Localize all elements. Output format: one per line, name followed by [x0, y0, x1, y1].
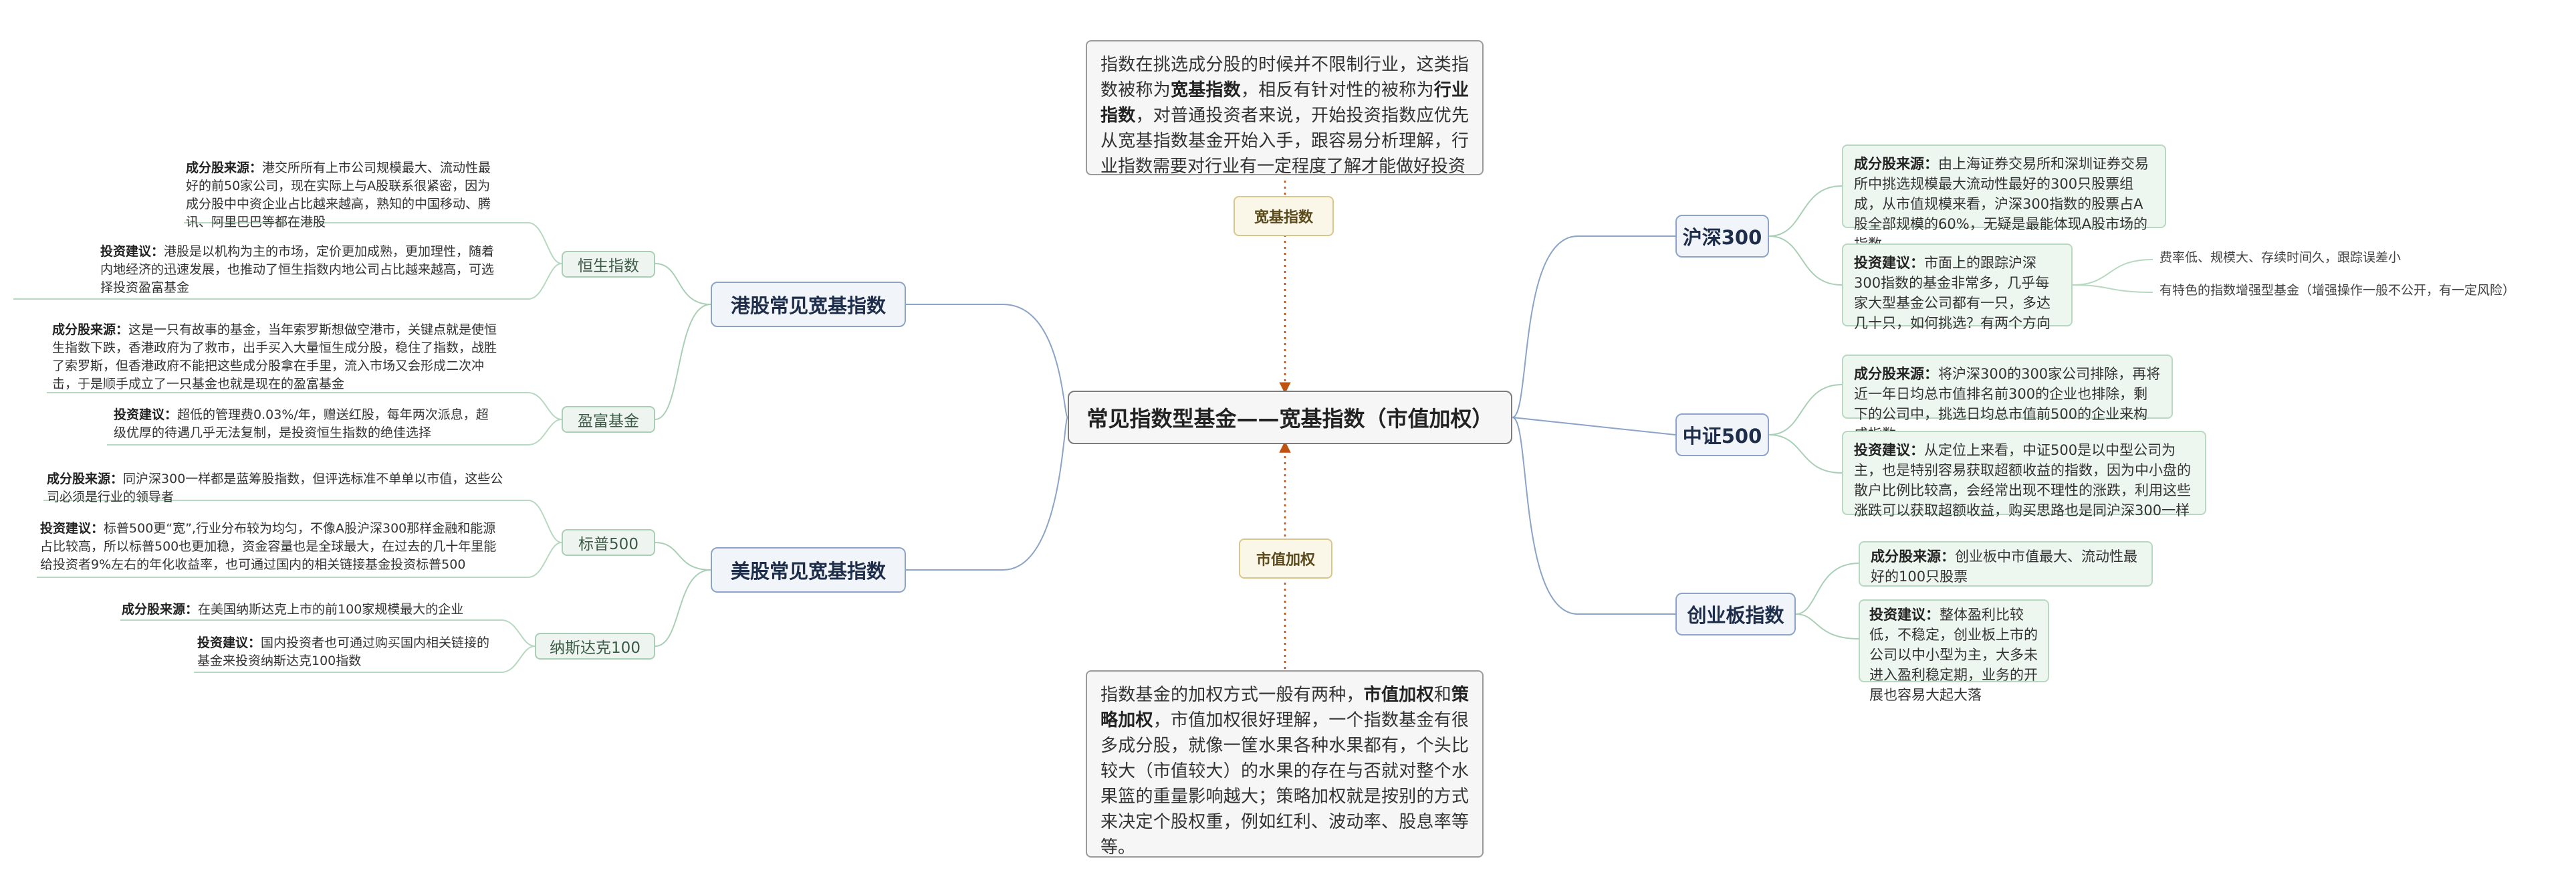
leaf-chinext-source[interactable]: 成分股来源：创业板中市值最大、流动性最好的100只股票	[1859, 541, 2153, 587]
leaf-tracker-advice[interactable]: 投资建议：超低的管理费0.03%/年，赠送红股，每年两次派息，超级优厚的待遇几乎…	[114, 406, 500, 442]
note-text: ，相反有针对性的被称为	[1241, 80, 1434, 100]
leaf-csi500-source[interactable]: 成分股来源：将沪深300的300家公司排除，再将近一年日均总市值排名前300的企…	[1842, 355, 2173, 442]
label-source: 成分股来源：	[47, 472, 124, 486]
label-advice: 投资建议：	[1869, 607, 1940, 623]
leaf-nasdaq-source[interactable]: 成分股来源：在美国纳斯达克上市的前100家规模最大的企业	[122, 601, 496, 619]
tag-broad-index[interactable]: 宽基指数	[1234, 196, 1334, 236]
leaf-csi300-direction-1[interactable]: 费率低、规模大、存续时间久，跟踪误差小	[2159, 250, 2402, 265]
leaf-sp500-source[interactable]: 成分股来源：同沪深300一样都是蓝筹股指数，但评选标准不单单以市值，这些公司必须…	[47, 470, 508, 506]
tag-market-cap-weighted[interactable]: 市值加权	[1239, 538, 1332, 579]
note-broad-index[interactable]: 指数在挑选成分股的时候并不限制行业，这类指数被称为宽基指数，相反有针对性的被称为…	[1086, 40, 1484, 177]
label-source: 成分股来源：	[122, 602, 199, 617]
leaf-hsi-advice[interactable]: 投资建议：港股是以机构为主的市场，定价更加成熟，更加理性，随着内地经济的迅速发展…	[100, 243, 498, 297]
note-text: ，市值加权很好理解，一个指数基金有很多成分股，就像一筐水果各种水果都有，个头比较…	[1100, 710, 1469, 858]
leaf-sp500-advice[interactable]: 投资建议：标普500更“宽”,行业分布较为均匀，不像A股沪深300那样金融和能源…	[40, 520, 508, 574]
label-advice: 投资建议：	[40, 521, 104, 536]
label-source: 成分股来源：	[186, 161, 263, 175]
link-center-chinext	[1512, 417, 1675, 615]
note-weighting[interactable]: 指数基金的加权方式一般有两种，市值加权和策略加权，市值加权很好理解，一个指数基金…	[1086, 670, 1484, 858]
note-text: 指数在挑选成分股的时候并不限制行业，这类指数被称为	[1100, 55, 1469, 100]
link-center-us	[906, 417, 1068, 571]
subtopic-hang-seng[interactable]: 恒生指数	[562, 251, 655, 278]
leaf-tracker-source[interactable]: 成分股来源：这是一只有故事的基金，当年索罗斯想做空港市，关键点就是使恒生指数下跌…	[52, 321, 500, 393]
link-us-sp500	[655, 542, 711, 571]
link-us-nasdaq	[655, 569, 711, 647]
leaf-text: 将沪深300的300家公司排除，再将近一年日均总市值排名前300的企业也排除，剩…	[1854, 366, 2161, 442]
label-source: 成分股来源：	[1854, 366, 1938, 382]
leaf-text: 标普500更“宽”,行业分布较为均匀，不像A股沪深300那样金融和能源占比较高，…	[40, 521, 497, 572]
leaf-hsi-source[interactable]: 成分股来源：港交所所有上市公司规模最大、流动性最好的前50家公司，现在实际上与A…	[186, 159, 500, 231]
label-advice: 投资建议：	[197, 635, 261, 650]
leaf-text: 创业板中市值最大、流动性最好的100只股票	[1871, 549, 2137, 585]
leaf-text: 港交所所有上市公司规模最大、流动性最好的前50家公司，现在实际上与A股联系很紧密…	[186, 161, 491, 229]
subtopic-sp500[interactable]: 标普500	[562, 529, 655, 556]
topic-csi500[interactable]: 中证500	[1675, 413, 1769, 456]
topic-csi300[interactable]: 沪深300	[1675, 215, 1769, 258]
central-topic[interactable]: 常见指数型基金——宽基指数（市值加权）	[1068, 391, 1512, 444]
leaf-text: 从定位上来看，中证500是以中型公司为主，也是特别容易获取超额收益的指数，因为中…	[1854, 442, 2191, 518]
leaf-csi300-source[interactable]: 成分股来源：由上海证券交易所和深圳证券交易所中挑选规模最大流动性最好的300只股…	[1842, 144, 2166, 252]
leaf-text: 同沪深300一样都是蓝筹股指数，但评选标准不单单以市值，这些公司必须是行业的领导…	[47, 472, 503, 504]
link-hk-hsi	[655, 263, 711, 305]
link-hk-tracker	[655, 304, 711, 420]
leaf-text: 在美国纳斯达克上市的前100家规模最大的企业	[198, 602, 464, 617]
leaf-text: 这是一只有故事的基金，当年索罗斯想做空港市，关键点就是使恒生指数下跌，香港政府为…	[52, 322, 497, 391]
link-center-hs300	[1512, 235, 1675, 418]
label-source: 成分股来源：	[52, 322, 129, 337]
leaf-nasdaq-advice[interactable]: 投资建议：国内投资者也可通过购买国内相关链接的基金来投资纳斯达克100指数	[197, 634, 498, 670]
leaf-text: 国内投资者也可通过购买国内相关链接的基金来投资纳斯达克100指数	[197, 635, 490, 668]
note-emphasis: 市值加权	[1363, 685, 1434, 705]
leaf-csi500-advice[interactable]: 投资建议：从定位上来看，中证500是以中型公司为主，也是特别容易获取超额收益的指…	[1842, 431, 2206, 518]
topic-chinext[interactable]: 创业板指数	[1675, 593, 1796, 635]
leaf-text: 超低的管理费0.03%/年，赠送红股，每年两次派息，超级优厚的待遇几乎无法复制，…	[114, 407, 489, 440]
note-emphasis: 行业指数	[1100, 80, 1469, 126]
note-text: ，对普通投资者来说，开始投资指数应优先从宽基指数基金开始入手，跟容易分析理解，行…	[1100, 106, 1469, 177]
label-advice: 投资建议：	[100, 244, 164, 259]
label-advice: 投资建议：	[1854, 255, 1924, 271]
topic-us-broad-index[interactable]: 美股常见宽基指数	[711, 547, 906, 593]
note-text: 和	[1433, 685, 1451, 705]
note-emphasis: 宽基指数	[1171, 80, 1241, 100]
leaf-text: 由上海证券交易所和深圳证券交易所中挑选规模最大流动性最好的300只股票组成，从市…	[1854, 156, 2149, 252]
note-emphasis: 策略加权	[1100, 685, 1469, 730]
leaf-csi300-direction-2[interactable]: 有特色的指数增强型基金（增强操作一般不公开，有一定风险）	[2159, 283, 2516, 298]
label-source: 成分股来源：	[1871, 549, 1955, 565]
leaf-text: 港股是以机构为主的市场，定价更加成熟，更加理性，随着内地经济的迅速发展，也推动了…	[100, 244, 495, 295]
note-text: 指数基金的加权方式一般有两种，	[1100, 685, 1364, 705]
leaf-text: 市面上的跟踪沪深300指数的基金非常多，几乎每家大型基金公司都有一只，多达几十只…	[1854, 255, 2051, 331]
label-source: 成分股来源：	[1854, 156, 1938, 172]
link-center-csi500	[1512, 417, 1676, 435]
leaf-text: 整体盈利比较低，不稳定，创业板上市的公司以中小型为主，大多未进入盈利稳定期，业务…	[1869, 607, 2038, 703]
subtopic-nasdaq100[interactable]: 纳斯达克100	[535, 633, 655, 660]
topic-hk-broad-index[interactable]: 港股常见宽基指数	[711, 282, 906, 327]
leaf-csi300-advice[interactable]: 投资建议：市面上的跟踪沪深300指数的基金非常多，几乎每家大型基金公司都有一只，…	[1842, 243, 2073, 331]
label-advice: 投资建议：	[1854, 442, 1924, 458]
link-center-hk	[906, 304, 1068, 418]
label-advice: 投资建议：	[114, 407, 178, 422]
subtopic-tracker-fund[interactable]: 盈富基金	[562, 406, 655, 433]
leaf-chinext-advice[interactable]: 投资建议：整体盈利比较低，不稳定，创业板上市的公司以中小型为主，大多未进入盈利稳…	[1859, 599, 2049, 703]
